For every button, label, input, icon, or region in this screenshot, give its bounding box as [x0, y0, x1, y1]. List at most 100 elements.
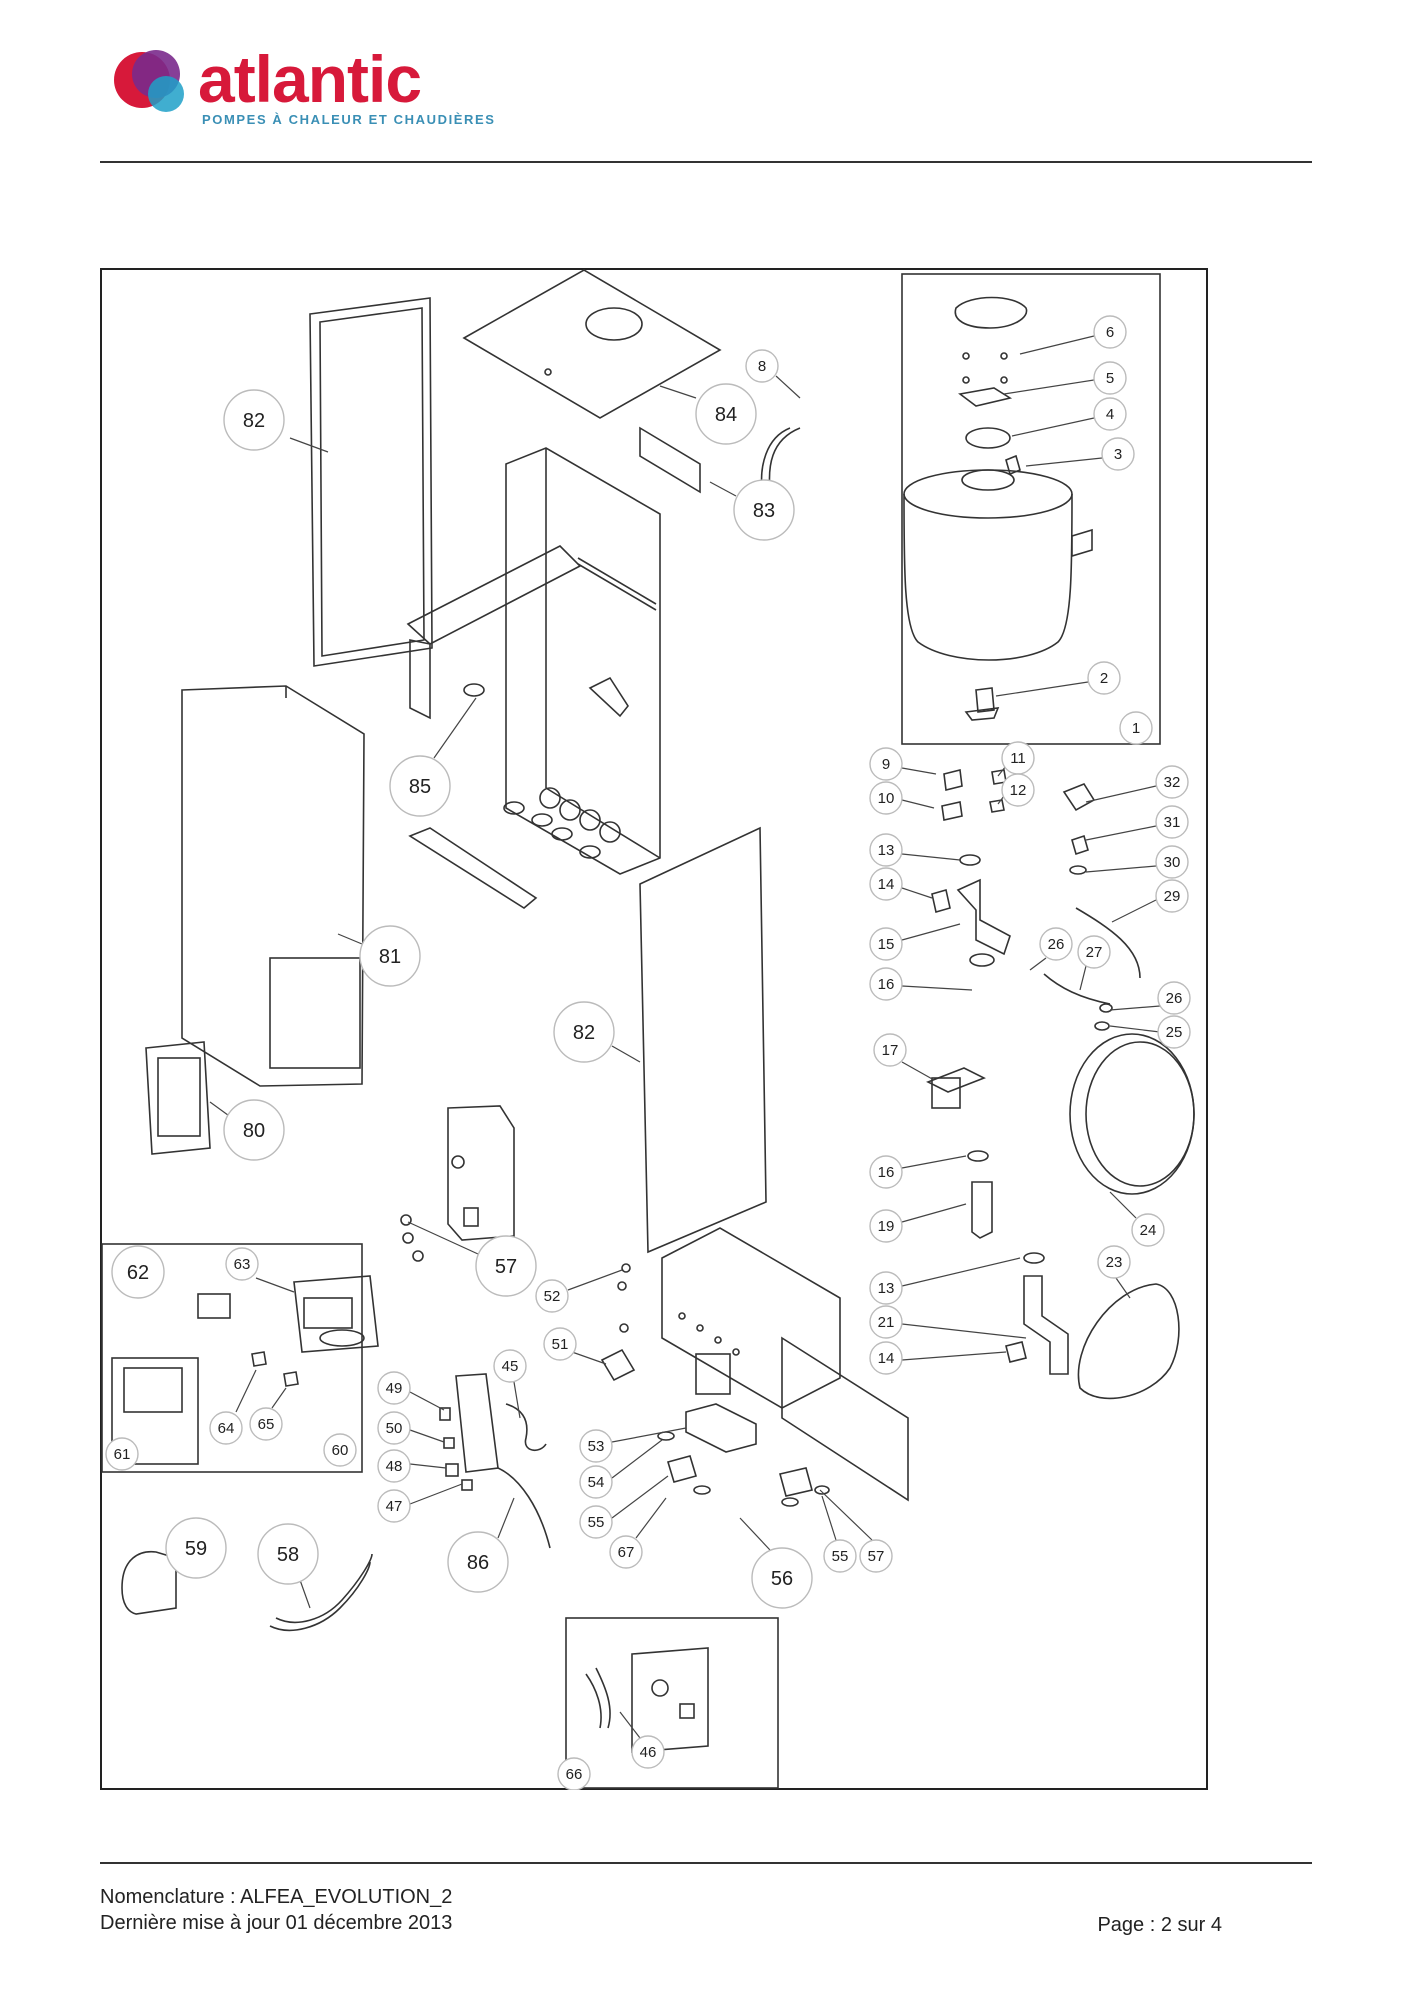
callout-label: 31 — [1164, 814, 1181, 831]
top-bracket — [639, 426, 701, 494]
callout-circle — [869, 1155, 903, 1189]
callout-circle — [869, 781, 903, 815]
callout-label: 82 — [573, 1022, 595, 1044]
part-callout-8: 8 — [745, 349, 779, 383]
callout-leader-line — [271, 1387, 287, 1409]
callout-leader-line — [901, 1155, 967, 1169]
callout-leader-line — [409, 1429, 445, 1443]
part-callout-13: 13 — [869, 833, 903, 867]
small-hardware — [400, 1214, 830, 1507]
callout-label: 12 — [1010, 782, 1027, 799]
part-callout-13: 13 — [869, 1271, 903, 1305]
callout-circle — [1087, 661, 1121, 695]
callout-circle — [1077, 935, 1111, 969]
callout-leader-line — [901, 923, 961, 941]
callout-leader-line — [409, 1483, 463, 1505]
callout-label: 51 — [552, 1336, 569, 1353]
callout-leader-line — [1011, 417, 1095, 437]
callout-label: 50 — [386, 1420, 403, 1437]
part-callout-58: 58 — [257, 1523, 319, 1585]
callout-label: 48 — [386, 1458, 403, 1475]
part-callout-30: 30 — [1155, 845, 1189, 879]
callout-label: 24 — [1140, 1222, 1157, 1239]
callout-circle — [105, 1437, 139, 1471]
callout-label: 6 — [1106, 324, 1114, 341]
part-callout-80: 80 — [223, 1099, 285, 1161]
callout-circle — [823, 1539, 857, 1573]
part-callout-17: 17 — [873, 1033, 907, 1067]
part-callout-62: 62 — [111, 1245, 165, 1299]
part-callout-32: 32 — [1155, 765, 1189, 799]
callout-label: 5 — [1106, 370, 1114, 387]
callout-leader-line — [409, 1391, 445, 1411]
callout-circle — [579, 1429, 613, 1463]
part-callout-61: 61 — [105, 1437, 139, 1471]
callout-circle — [209, 1411, 243, 1445]
callout-circle — [1155, 845, 1189, 879]
callout-circle — [377, 1411, 411, 1445]
callout-circle — [553, 1001, 615, 1063]
brand-name: atlantic — [198, 42, 422, 116]
part-callout-64: 64 — [209, 1411, 243, 1445]
callout-leader-line — [901, 767, 937, 775]
part-callout-14: 14 — [869, 1341, 903, 1375]
callout-label: 3 — [1114, 446, 1122, 463]
callout-circle — [873, 1033, 907, 1067]
callout-label: 13 — [878, 842, 895, 859]
part-callout-24: 24 — [1131, 1213, 1165, 1247]
sensor-and-harness — [121, 1550, 373, 1632]
part-callout-12: 12 — [1001, 773, 1035, 807]
callout-circle — [609, 1535, 643, 1569]
callout-leader-line — [775, 375, 801, 399]
callout-circle — [869, 1341, 903, 1375]
callout-label: 15 — [878, 936, 895, 953]
part-callout-26: 26 — [1039, 927, 1073, 961]
callout-leader-line — [497, 1497, 515, 1539]
callout-leader-line — [659, 385, 697, 399]
part-callout-51: 51 — [543, 1327, 577, 1361]
callout-leader-line — [821, 1495, 837, 1541]
callout-leader-line — [1029, 957, 1047, 971]
part-callout-63: 63 — [225, 1247, 259, 1281]
part-callout-29: 29 — [1155, 879, 1189, 913]
callout-label: 1 — [1132, 720, 1140, 737]
callout-leader-line — [611, 1427, 687, 1443]
part-callout-3: 3 — [1101, 437, 1135, 471]
side-panel-right — [639, 826, 767, 1254]
callout-label: 85 — [409, 776, 431, 798]
callout-circle — [733, 479, 795, 541]
part-callout-4: 4 — [1093, 397, 1127, 431]
callout-label: 26 — [1166, 990, 1183, 1007]
part-callout-19: 19 — [869, 1209, 903, 1243]
callout-label: 16 — [878, 1164, 895, 1181]
callout-label: 83 — [753, 500, 775, 522]
callout-leader-line — [901, 1203, 967, 1223]
part-callout-81: 81 — [359, 925, 421, 987]
buffer-vessel — [1069, 1033, 1195, 1400]
callout-circle — [447, 1531, 509, 1593]
callout-label: 67 — [618, 1544, 635, 1561]
callout-circle — [557, 1757, 591, 1790]
callout-label: 84 — [715, 404, 737, 426]
callout-label: 8 — [758, 358, 766, 375]
part-callout-83: 83 — [733, 479, 795, 541]
callout-circle — [859, 1539, 893, 1573]
part-callout-86: 86 — [447, 1531, 509, 1593]
callout-label: 59 — [185, 1538, 207, 1560]
callout-label: 64 — [218, 1420, 235, 1437]
callout-circle — [751, 1547, 813, 1609]
callout-label: 66 — [566, 1766, 583, 1783]
part-callout-55: 55 — [823, 1539, 857, 1573]
page-number: Page : 2 sur 4 — [1097, 1914, 1222, 1936]
part-callout-9: 9 — [869, 747, 903, 781]
callout-label: 47 — [386, 1498, 403, 1515]
callout-label: 52 — [544, 1288, 561, 1305]
callout-label: 65 — [258, 1416, 275, 1433]
logo-mark-icon — [114, 50, 184, 112]
callout-leader-line — [611, 1045, 641, 1063]
expansion-vessel-subframe — [901, 273, 1161, 745]
callout-circle — [165, 1517, 227, 1579]
callout-label: 19 — [878, 1218, 895, 1235]
callout-leader-line — [901, 1061, 935, 1081]
callout-label: 55 — [588, 1514, 605, 1531]
